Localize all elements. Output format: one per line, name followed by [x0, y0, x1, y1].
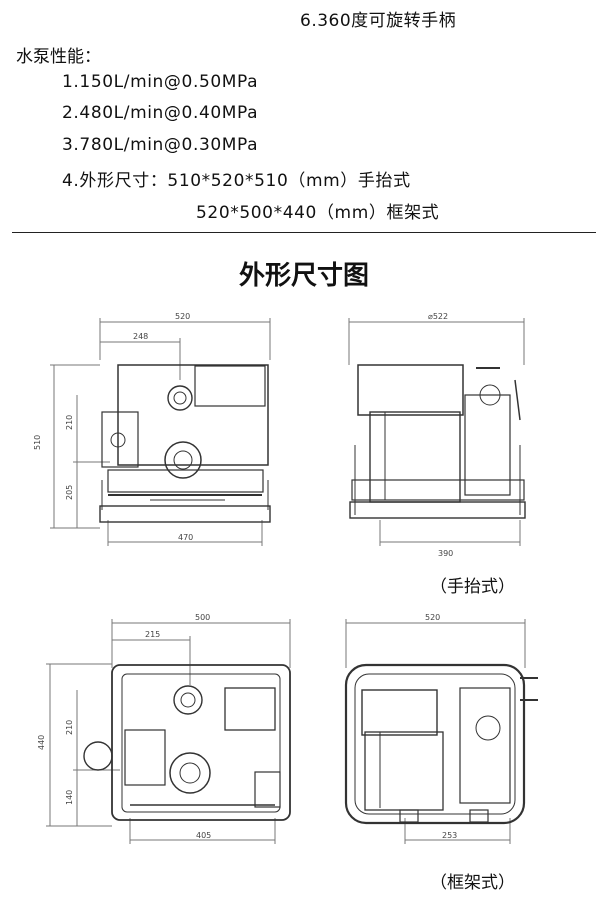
hand-carried-caption: （手抬式） [430, 577, 515, 597]
hand-side-drawing [348, 318, 526, 546]
performance-item-3: 3.780L/min@0.30MPa [62, 135, 259, 155]
frame-front-lower-label: 140 [65, 790, 74, 805]
frame-side-drawing [344, 619, 538, 844]
frame-front-height-label: 440 [37, 735, 46, 750]
frame-caption: （框架式） [430, 873, 515, 893]
frame-front-drawing [46, 619, 291, 844]
hand-front-height-label: 510 [33, 435, 42, 450]
handle-spec-line: 6.360度可旋转手柄 [300, 11, 457, 31]
performance-item-4-continued: 520*500*440（mm）框架式 [196, 203, 440, 223]
hand-front-base-label: 470 [178, 533, 193, 542]
hand-front-lower-label: 205 [65, 485, 74, 500]
frame-side-width-label: 520 [425, 613, 440, 622]
section-title: 外形尺寸图 [238, 261, 369, 291]
hand-side-width-label: ⌀522 [428, 312, 448, 321]
performance-item-4: 4.外形尺寸：510*520*510（mm）手抬式 [62, 171, 411, 191]
performance-title: 水泵性能： [16, 47, 101, 67]
section-divider [12, 232, 596, 233]
frame-front-upper-label: 210 [65, 720, 74, 735]
hand-front-width-label: 520 [175, 312, 190, 321]
frame-side-base-label: 253 [442, 831, 457, 840]
frame-front-base-label: 405 [196, 831, 211, 840]
performance-item-1: 1.150L/min@0.50MPa [62, 72, 259, 92]
hand-side-base-label: 390 [438, 549, 453, 558]
hand-front-upper-label: 210 [65, 415, 74, 430]
hand-front-drawing [50, 318, 271, 546]
frame-front-inner-label: 215 [145, 630, 160, 639]
hand-front-inner-label: 248 [133, 332, 148, 341]
performance-item-2: 2.480L/min@0.40MPa [62, 103, 259, 123]
frame-front-width-label: 500 [195, 613, 210, 622]
